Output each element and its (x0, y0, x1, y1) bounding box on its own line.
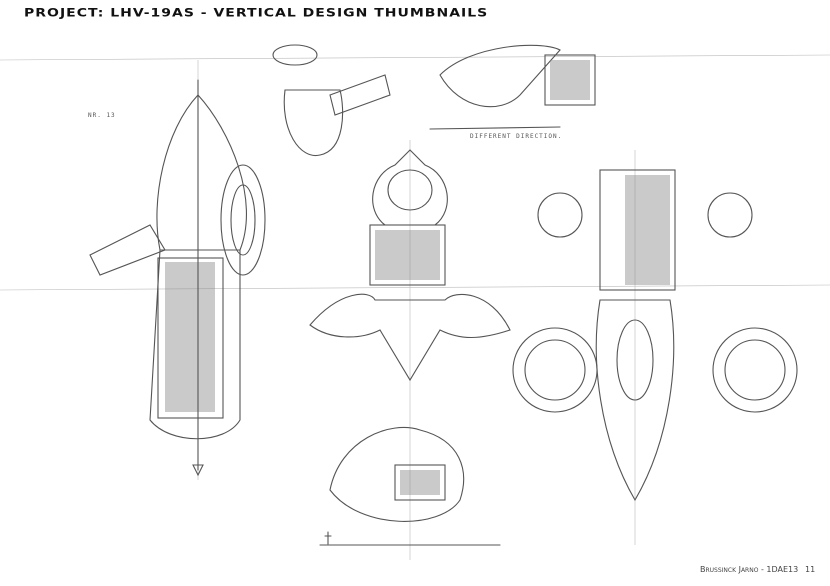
sketch-vehicle-center (309, 149, 511, 382)
page-title: PROJECT: LHV-19AS - VERTICAL DESIGN THUM… (24, 6, 489, 20)
direction-note: DIFFERENT DIRECTION. (470, 133, 563, 140)
author-credit: Brussinck Jarno - 1DAE13 (700, 565, 799, 574)
sketch-vehicle-bottom (319, 426, 501, 546)
page-number: 11 (805, 565, 816, 574)
sketch-top-right (429, 44, 596, 130)
sketch-top-small (272, 44, 391, 157)
sketch-vehicle-left (89, 79, 266, 477)
sketch-vehicle-right (512, 169, 798, 502)
number-label: NR. 13 (88, 112, 116, 119)
